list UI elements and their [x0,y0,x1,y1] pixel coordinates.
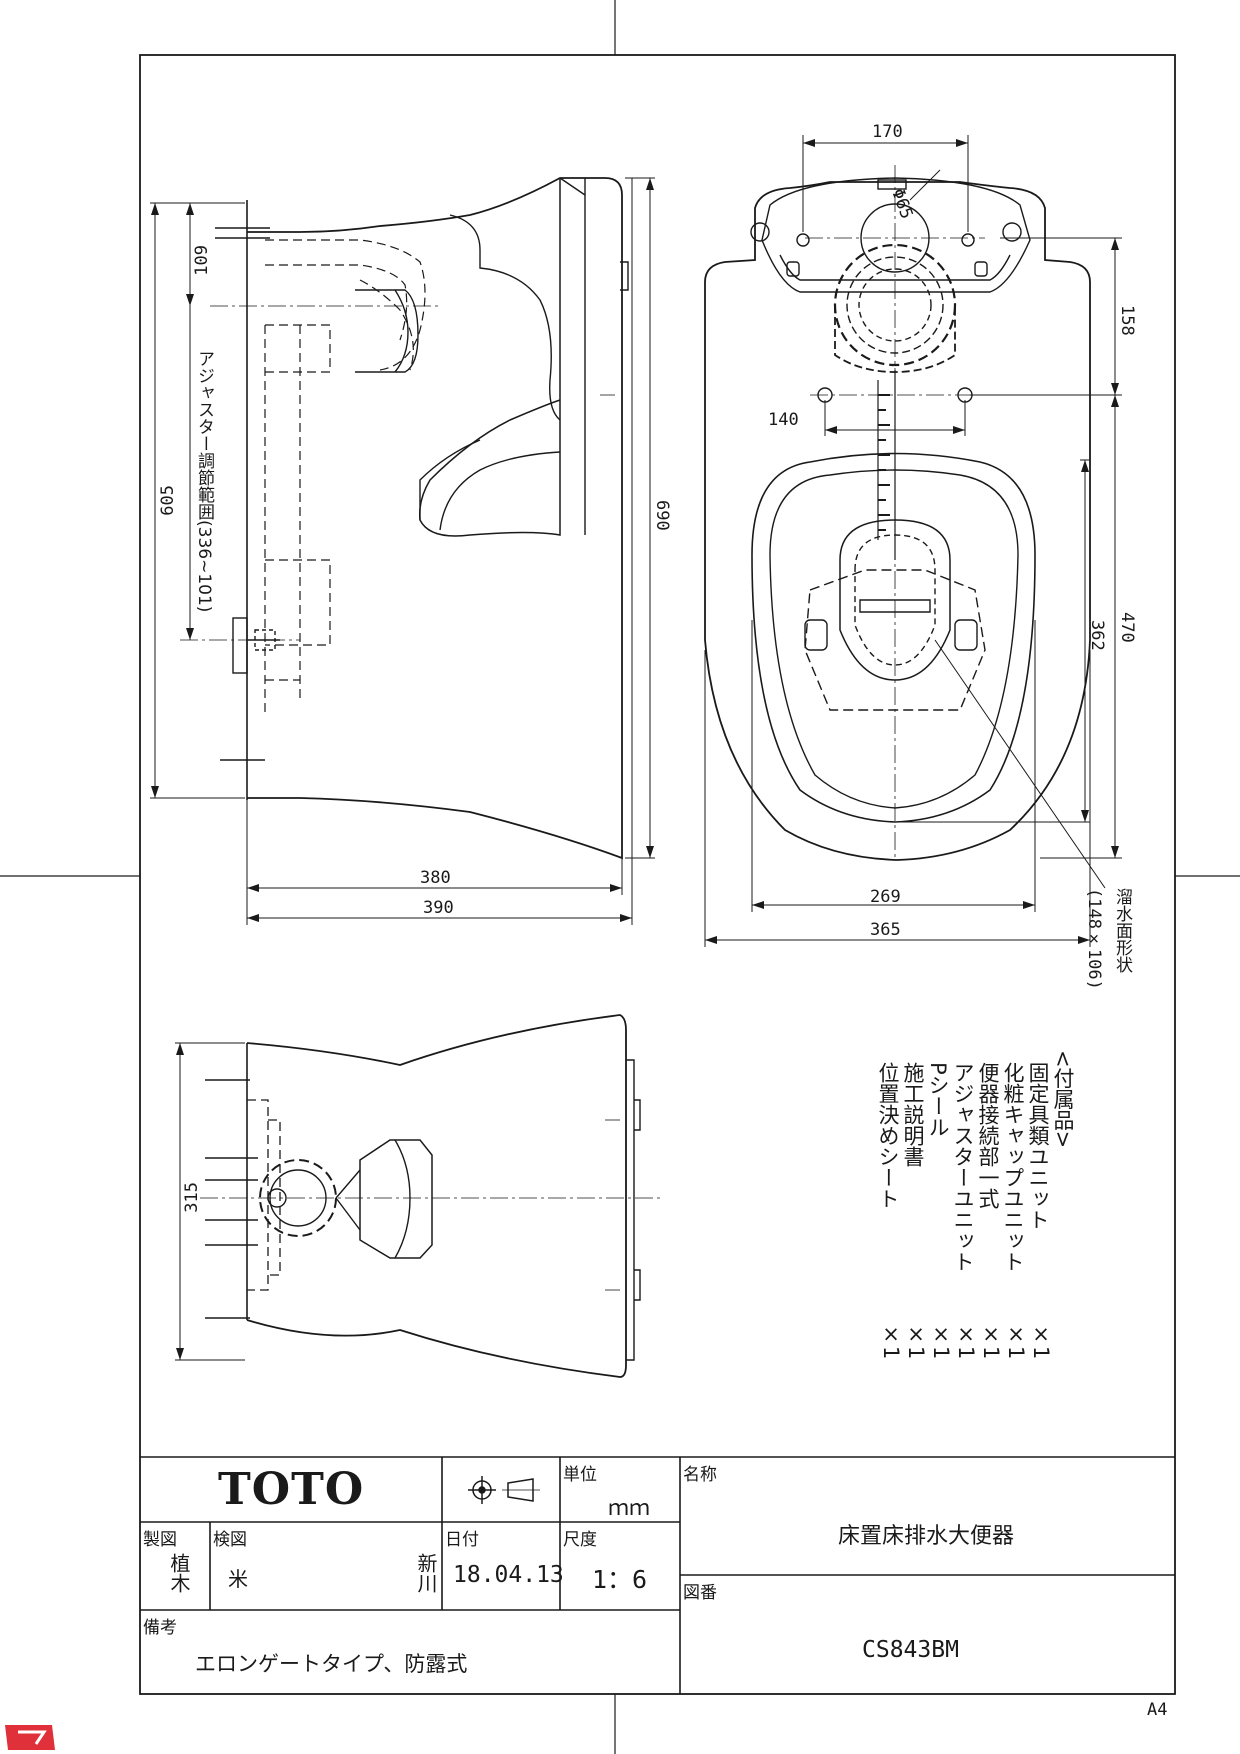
dim-109: 109 [192,245,212,276]
accessory-qty: ×1 [979,1322,1003,1360]
drawn-label: 製図 [143,1530,177,1550]
accessory-qty: ×1 [1004,1322,1028,1360]
dim-605: 605 [158,485,178,516]
remarks-label: 備考 [143,1618,177,1638]
bottom-view [175,1014,660,1378]
name-label: 名称 [683,1465,717,1485]
water-surface-label: 溜水面形状 [1112,888,1132,973]
dim-170: 170 [872,122,903,142]
dim-315: 315 [182,1182,202,1213]
accessory-item: アジャスターユニット [951,1062,975,1272]
accessories-header: <付属品> [1051,1050,1075,1149]
dim-380: 380 [420,868,451,888]
side-view [150,177,655,925]
accessory-qty: ×1 [1029,1322,1053,1360]
dim-390: 390 [423,898,454,918]
dim-690: 690 [652,500,672,531]
checked-value-2: 新川 [414,1553,438,1593]
adjuster-range-label: アジャスター調節範囲(336~101) [194,350,214,613]
remarks-value: エロンゲートタイプ、防露式 [195,1652,468,1676]
accessory-qty: ×1 [904,1322,928,1360]
sheet-size: A4 [1147,1700,1168,1720]
title-block-grid [140,1456,1175,1694]
accessory-qty: ×1 [954,1322,978,1360]
drawing-number-label: 図番 [683,1583,717,1603]
accessory-qty: ×1 [929,1322,953,1360]
dim-362: 362 [1087,620,1107,651]
drawn-value: 植木 [167,1553,191,1593]
scale-label: 尺度 [563,1530,597,1550]
company-logo: TOTO [218,1464,365,1515]
corner-logo-icon [5,1725,55,1750]
scale-value: 1：6 [592,1565,648,1594]
dim-470: 470 [1117,612,1137,643]
accessory-item: 位置決めシート [876,1062,900,1209]
accessories-list: <付属品> 固定具類ユニット 化粧キャップユニット 便器接続部一式 アジャスター… [876,1050,1078,1380]
drawing-number: CS843BM [862,1637,959,1663]
water-surface-size: (148×106) [1084,888,1104,990]
dim-158: 158 [1117,305,1137,336]
unit-label: 単位 [563,1465,597,1485]
accessory-qty: ×1 [879,1322,903,1360]
dim-140: 140 [768,410,799,430]
product-name: 床置床排水大便器 [838,1524,1015,1549]
date-label: 日付 [445,1530,479,1550]
date-value: 18.04.13 [453,1562,564,1588]
checked-label: 検図 [213,1530,247,1550]
accessory-item: Pシール [926,1062,950,1138]
accessory-item: 固定具類ユニット [1026,1062,1050,1230]
accessory-item: 便器接続部一式 [976,1062,1000,1209]
top-view [704,135,1122,947]
projection-symbol-icon [468,1476,540,1504]
dim-269: 269 [870,887,901,907]
dim-365: 365 [870,920,901,940]
accessory-item: 化粧キャップユニット [1001,1062,1025,1272]
accessory-item: 施工説明書 [901,1062,925,1167]
checked-value-1: 米 [228,1567,248,1591]
drawing-frame [139,54,1176,1695]
unit-value: ｍｍ [608,1496,650,1520]
